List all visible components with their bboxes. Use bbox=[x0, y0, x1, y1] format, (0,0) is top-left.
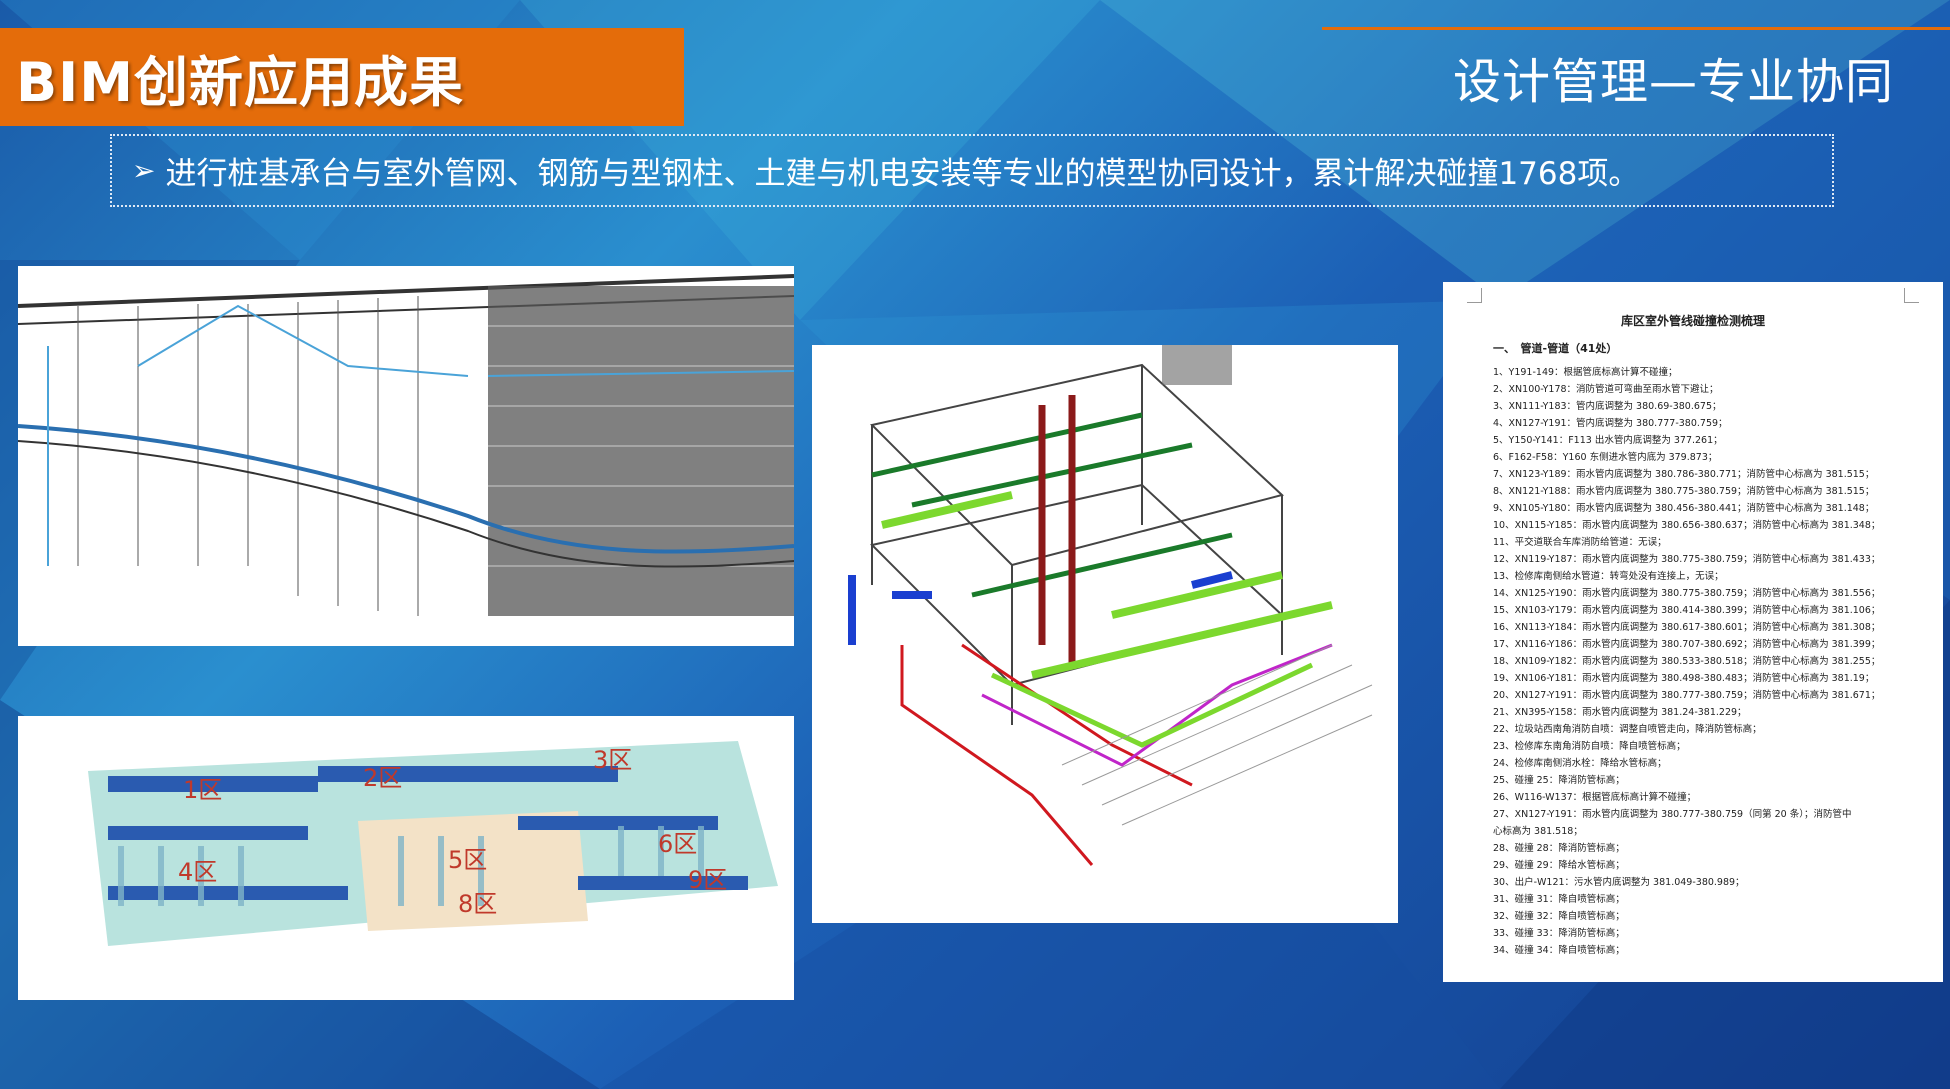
clash-item: 3、XN111-Y183：管内底调整为 380.69-380.675； bbox=[1493, 401, 1722, 412]
clash-item: 29、碰撞 29：降给水管标高； bbox=[1493, 860, 1625, 871]
clash-item: 26、W116-W137：根据管底标高计算不碰撞； bbox=[1493, 792, 1697, 803]
clash-item: 33、碰撞 33：降消防管标高； bbox=[1493, 928, 1625, 939]
clash-detection-document: 库区室外管线碰撞检测梳理 一、 管道-管道（41处） 1、Y191-149：根据… bbox=[1443, 282, 1943, 982]
summary-text: 进行桩基承台与室外管网、钢筋与型钢柱、土建与机电安装等专业的模型协同设计，累计解… bbox=[165, 156, 1640, 192]
clash-item: 6、F162-F58：Y160 东侧进水管内底为 379.873； bbox=[1493, 452, 1718, 463]
doc-corner-mark bbox=[1467, 288, 1482, 303]
pile-pipe-plan-image bbox=[18, 266, 794, 646]
clash-item-list: 1、Y191-149：根据管底标高计算不碰撞； 2、XN100-Y178：消防管道… bbox=[1493, 364, 1933, 959]
clash-item: 23、检修库东南角消防自喷：降自喷管标高； bbox=[1493, 741, 1686, 752]
clash-item: 22、垃圾站西南角消防自喷：调整自喷管走向，降消防管标高； bbox=[1493, 724, 1762, 735]
mep-3d-drawing bbox=[812, 345, 1398, 923]
header-rule bbox=[1322, 27, 1950, 30]
clash-item: 10、XN115-Y185：雨水管内底调整为 380.656-380.637；消… bbox=[1493, 520, 1881, 531]
clash-item: 21、XN395-Y158：雨水管内底调整为 381.24-381.229； bbox=[1493, 707, 1747, 718]
clash-item: 19、XN106-Y181：雨水管内底调整为 380.498-380.483；消… bbox=[1493, 673, 1875, 684]
clash-item: 28、碰撞 28：降消防管标高； bbox=[1493, 843, 1625, 854]
zone-label-4: 4区 bbox=[178, 858, 217, 886]
clash-item: 18、XN109-Y182：雨水管内底调整为 380.533-380.518；消… bbox=[1493, 656, 1881, 667]
clash-item: 4、XN127-Y191：管内底调整为 380.777-380.759； bbox=[1493, 418, 1728, 429]
clash-item: 5、Y150-Y141：F113 出水管内底调整为 377.261； bbox=[1493, 435, 1723, 446]
title-banner: BIM创新应用成果 bbox=[0, 28, 684, 126]
clash-item: 27、XN127-Y191：雨水管内底调整为 380.777-380.759（同… bbox=[1493, 809, 1852, 820]
clash-item: 15、XN103-Y179：雨水管内底调整为 380.414-380.399；消… bbox=[1493, 605, 1881, 616]
clash-item: 8、XN121-Y188：雨水管内底调整为 380.775-380.759；消防… bbox=[1493, 486, 1875, 497]
clash-item: 24、检修库南侧消水栓：降给水管标高； bbox=[1493, 758, 1667, 769]
clash-item: 16、XN113-Y184：雨水管内底调整为 380.617-380.601；消… bbox=[1493, 622, 1881, 633]
page-title: BIM创新应用成果 bbox=[16, 50, 464, 114]
clash-item: 2、XN100-Y178：消防管道可弯曲至雨水管下避让； bbox=[1493, 384, 1719, 395]
clash-item: 17、XN116-Y186：雨水管内底调整为 380.707-380.692；消… bbox=[1493, 639, 1881, 650]
zone-label-1: 1区 bbox=[183, 776, 222, 804]
clash-item: 14、XN125-Y190：雨水管内底调整为 380.775-380.759；消… bbox=[1493, 588, 1881, 599]
zone-label-9: 9区 bbox=[688, 866, 727, 894]
clash-item: 7、XN123-Y189：雨水管内底调整为 380.786-380.771；消防… bbox=[1493, 469, 1875, 480]
doc-corner-mark bbox=[1904, 288, 1919, 303]
document-section-heading: 一、 管道-管道（41处） bbox=[1493, 342, 1618, 355]
clash-item: 心标高为 381.518； bbox=[1493, 826, 1583, 837]
zone-label-5: 5区 bbox=[448, 846, 487, 874]
clash-item: 20、XN127-Y191：雨水管内底调整为 380.777-380.759；消… bbox=[1493, 690, 1881, 701]
clash-item: 31、碰撞 31：降自喷管标高； bbox=[1493, 894, 1625, 905]
clash-item: 1、Y191-149：根据管底标高计算不碰撞； bbox=[1493, 367, 1678, 378]
arrow-bullet-icon: ➢ bbox=[132, 154, 156, 187]
page-subtitle: 设计管理—专业协同 bbox=[1452, 54, 1894, 110]
plan-drawing bbox=[18, 266, 794, 646]
zone-label-6: 6区 bbox=[658, 830, 697, 858]
zone-label-8: 8区 bbox=[458, 890, 497, 918]
clash-item: 25、碰撞 25：降消防管标高； bbox=[1493, 775, 1625, 786]
clash-item: 32、碰撞 32：降自喷管标高； bbox=[1493, 911, 1625, 922]
clash-item: 12、XN119-Y187：雨水管内底调整为 380.775-380.759；消… bbox=[1493, 554, 1881, 565]
zone-label-3: 3区 bbox=[593, 746, 632, 774]
clash-item: 30、出户-W121：污水管内底调整为 381.049-380.989； bbox=[1493, 877, 1745, 888]
clash-item: 34、碰撞 34：降自喷管标高； bbox=[1493, 945, 1625, 956]
clash-item: 11、平交道联合车库消防给管道：无误； bbox=[1493, 537, 1667, 548]
summary-box: ➢ 进行桩基承台与室外管网、钢筋与型钢柱、土建与机电安装等专业的模型协同设计，累… bbox=[110, 134, 1834, 207]
mep-3d-model-image bbox=[812, 345, 1398, 923]
clash-item: 13、检修库南侧给水管道：转弯处没有连接上，无误； bbox=[1493, 571, 1724, 582]
zone-label-2: 2区 bbox=[363, 764, 402, 792]
zone-model-drawing: 1区 2区 3区 4区 5区 6区 8区 9区 bbox=[18, 716, 794, 1000]
zone-model-image: 1区 2区 3区 4区 5区 6区 8区 9区 bbox=[18, 716, 794, 1000]
clash-item: 9、XN105-Y180：雨水管内底调整为 380.456-380.441；消防… bbox=[1493, 503, 1875, 514]
document-title: 库区室外管线碰撞检测梳理 bbox=[1620, 314, 1765, 328]
